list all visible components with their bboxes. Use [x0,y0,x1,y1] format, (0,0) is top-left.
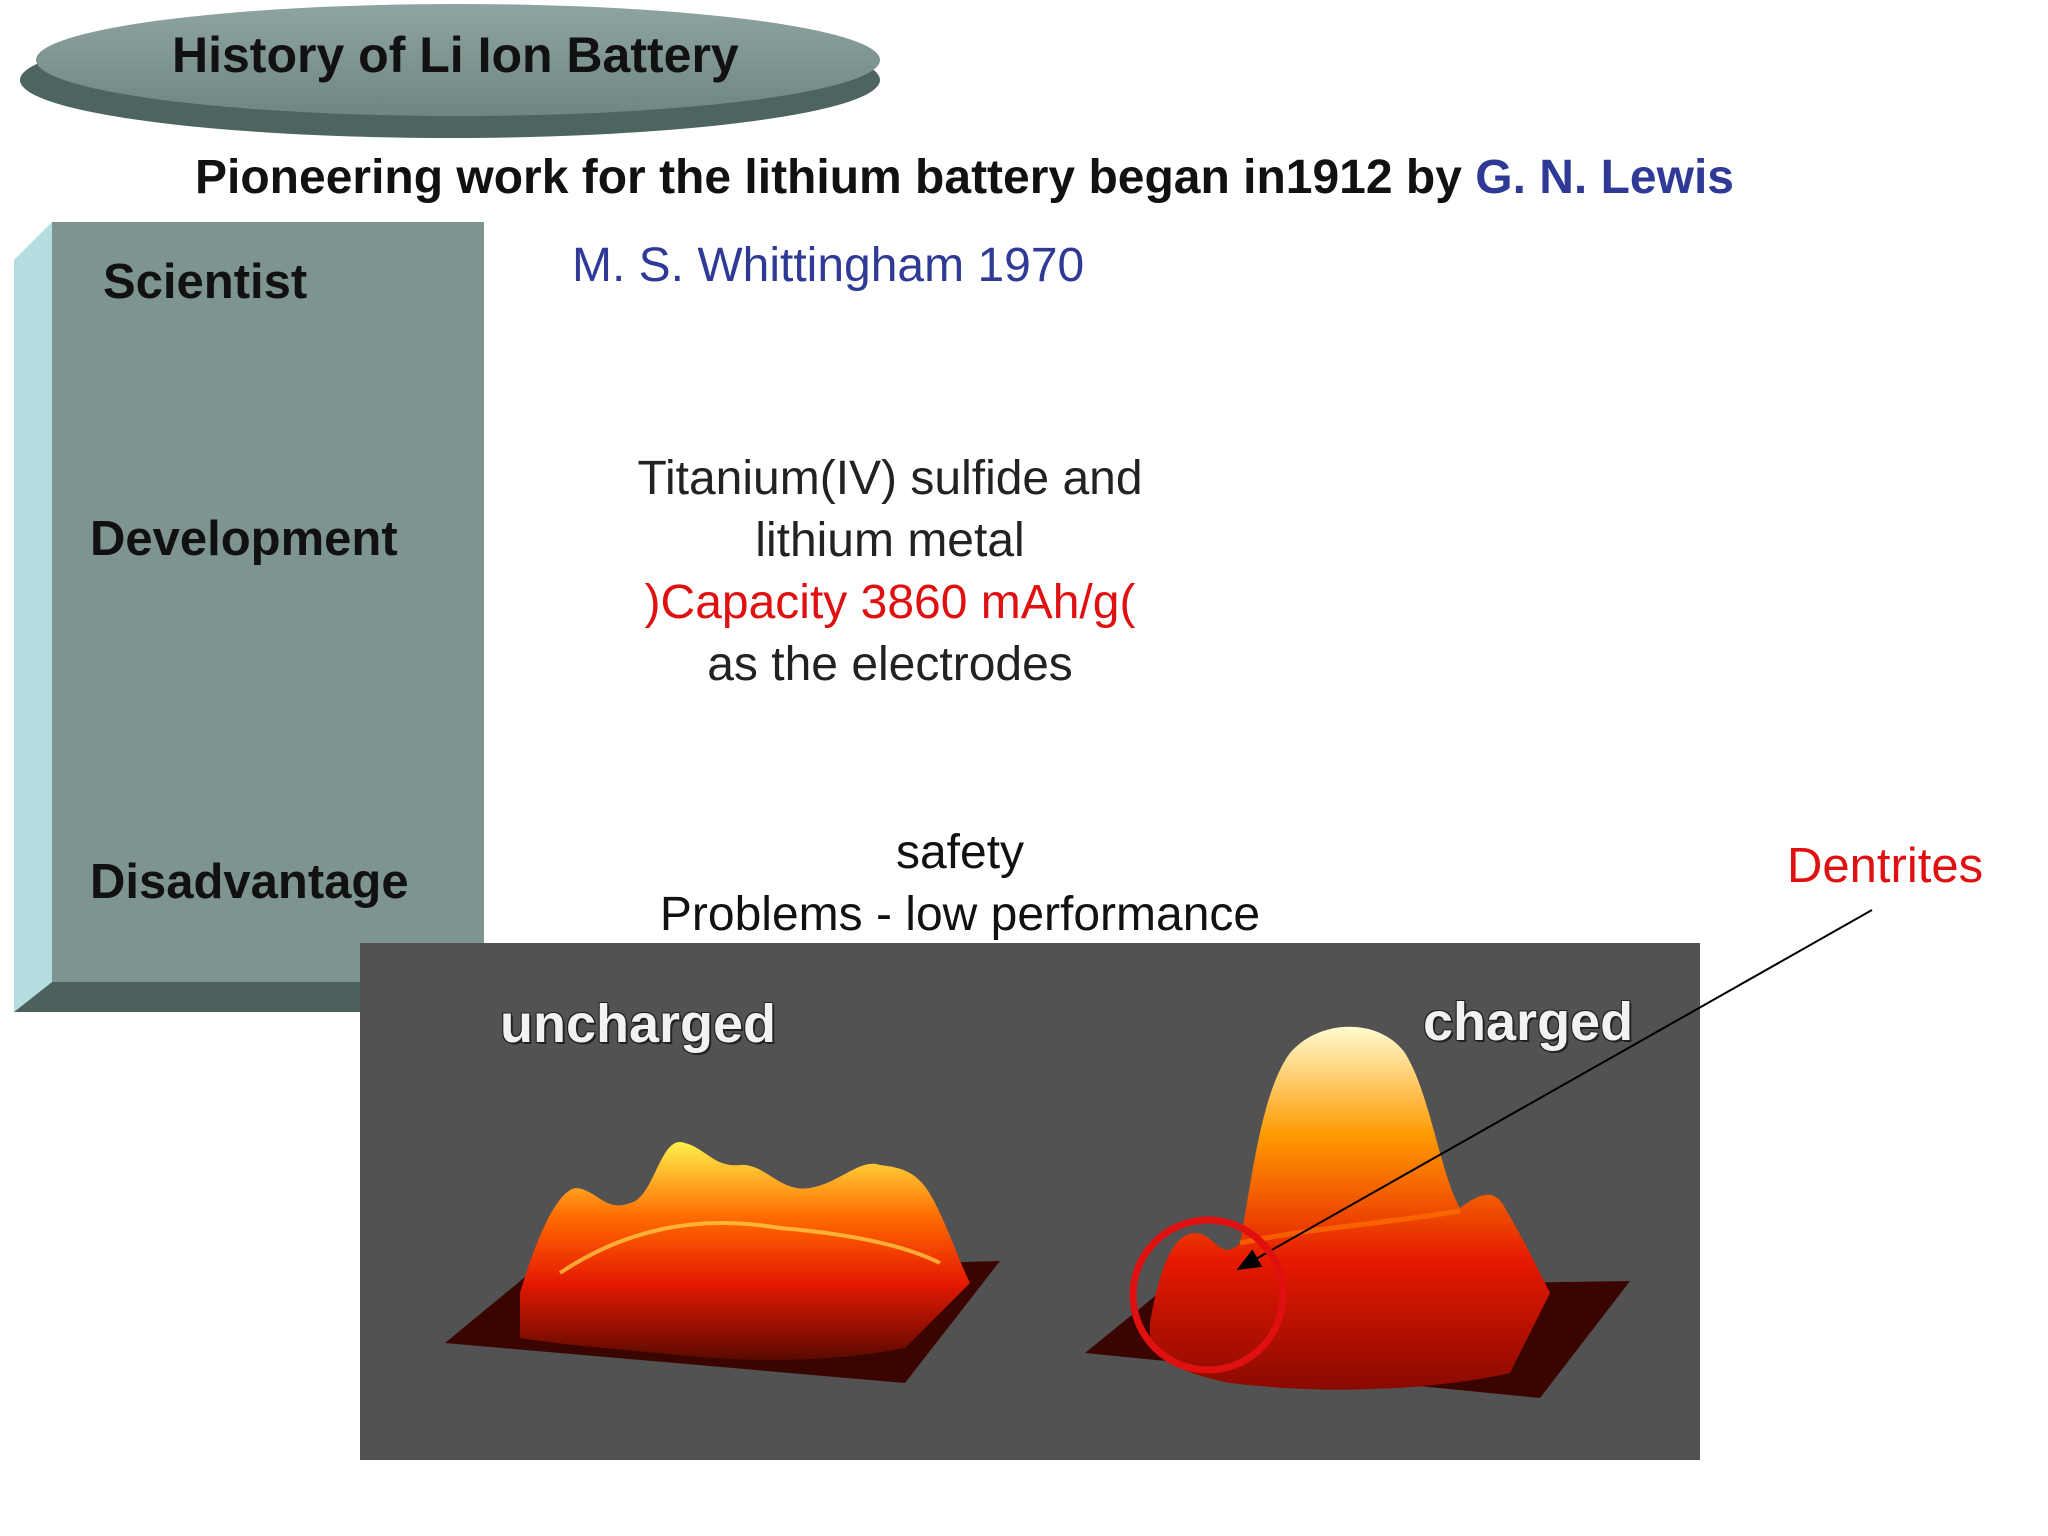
subtitle-text: Pioneering work for the lithium battery … [195,151,1476,204]
afm-figure-panel: uncharged charged [360,943,1700,1460]
label-scientist: Scientist [103,255,308,309]
development-text: Titanium(IV) sulfide and lithium metal )… [560,448,1220,696]
disadvantage-line: safety [895,826,1025,879]
dentrites-label: Dentrites [1787,839,1984,893]
slide-subtitle: Pioneering work for the lithium battery … [195,150,1734,205]
subtitle-name: G. N. Lewis [1475,151,1734,204]
disadvantage-text: safety Problems - low performance [560,822,1360,946]
slide-title: History of Li Ion Battery [172,27,739,83]
title-disc-shape [20,4,880,138]
category-column [14,222,484,1012]
development-line: lithium metal [755,514,1025,567]
charged-surface [1150,1026,1550,1390]
charged-label: charged [1423,992,1634,1052]
development-capacity: )Capacity 3860 mAh/g( [644,576,1136,629]
label-development: Development [90,512,398,566]
disadvantage-line: Problems - low performance [659,888,1261,941]
label-disadvantage: Disadvantage [90,855,409,909]
development-line: Titanium(IV) sulfide and [637,452,1143,505]
uncharged-surface [520,1141,970,1360]
scientist-value: M. S. Whittingham 1970 [572,239,1085,292]
development-line: as the electrodes [707,638,1073,691]
uncharged-label: uncharged [500,994,777,1054]
